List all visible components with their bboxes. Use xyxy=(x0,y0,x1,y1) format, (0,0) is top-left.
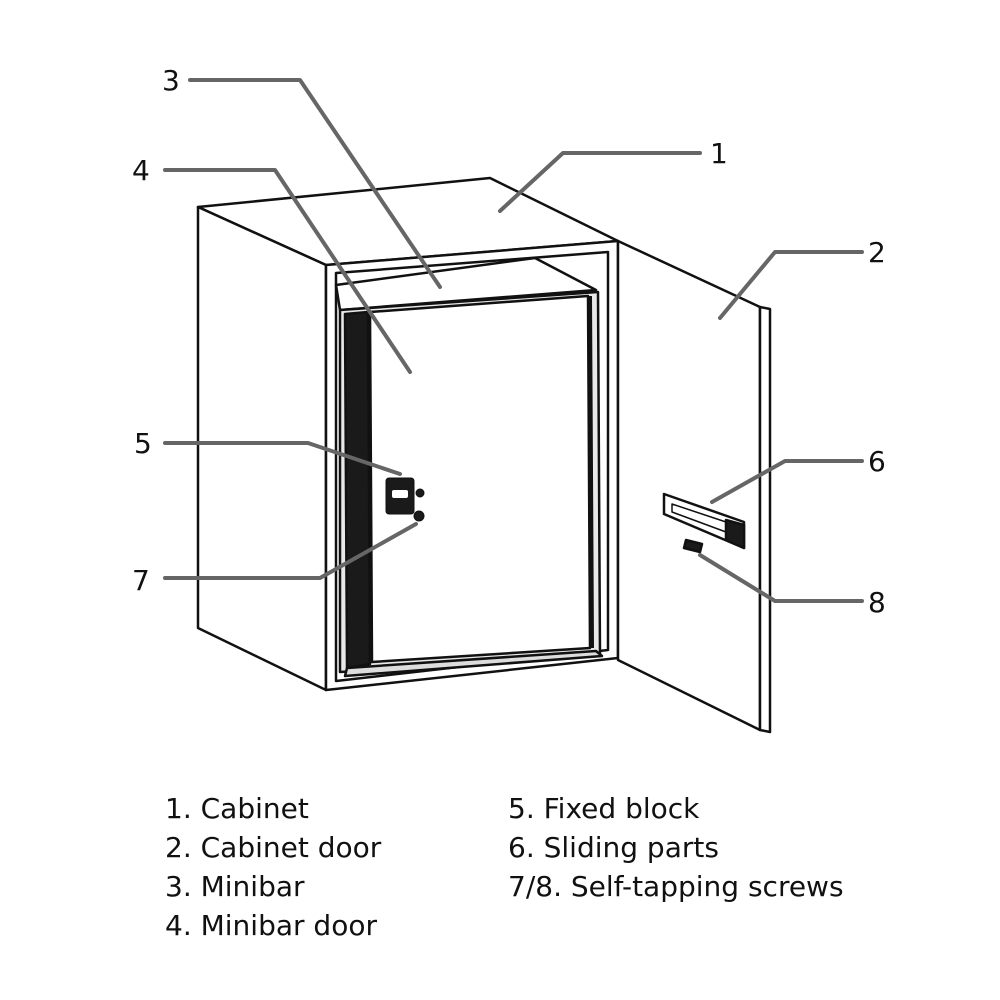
legend-item-minibar-door: 4. Minibar door xyxy=(165,909,377,942)
callout-number-4: 4 xyxy=(132,154,150,187)
legend-item-cabinet: 1. Cabinet xyxy=(165,792,309,825)
leader-line-8 xyxy=(698,553,864,603)
legend-item-minibar: 3. Minibar xyxy=(165,870,305,903)
legend-right-column: 5. Fixed block 6. Sliding parts 7/8. Sel… xyxy=(508,789,844,906)
self-tapping-screw-7 xyxy=(413,510,425,522)
leader-line-4 xyxy=(163,168,412,374)
callout-number-8: 8 xyxy=(868,586,886,619)
callout-number-1: 1 xyxy=(710,137,728,170)
minibar-top xyxy=(334,256,598,312)
sliding-part-dark-end xyxy=(724,518,746,550)
callout-number-7: 7 xyxy=(132,564,150,597)
callout-number-5: 5 xyxy=(134,427,152,460)
fixed-block xyxy=(385,477,425,522)
leader-line-3 xyxy=(188,78,442,289)
leader-line-6 xyxy=(710,459,864,504)
leader-lines xyxy=(163,78,864,603)
cabinet-door-edge xyxy=(758,305,772,734)
leader-line-5 xyxy=(163,441,402,476)
minibar-gasket-right xyxy=(588,295,594,649)
minibar-bottom-trim xyxy=(343,649,604,678)
leader-line-7 xyxy=(163,522,418,580)
cabinet-left-side xyxy=(196,205,328,692)
cabinet-door xyxy=(616,239,772,734)
legend-item-sliding-parts: 6. Sliding parts xyxy=(508,831,719,864)
fixed-block-slot xyxy=(392,490,408,498)
legend-item-cabinet-door: 2. Cabinet door xyxy=(165,831,382,864)
fixed-block-pin xyxy=(415,488,425,498)
callout-number-6: 6 xyxy=(868,445,886,478)
legend-left-column: 1. Cabinet 2. Cabinet door 3. Minibar 4.… xyxy=(165,789,381,945)
legend-item-fixed-block: 5. Fixed block xyxy=(508,792,700,825)
leader-line-1 xyxy=(498,151,702,213)
minibar-gasket-left xyxy=(343,310,372,670)
callout-number-2: 2 xyxy=(868,236,886,269)
callout-number-3: 3 xyxy=(162,64,180,97)
leader-line-2 xyxy=(718,250,864,320)
minibar xyxy=(334,256,604,678)
legend-item-self-tapping-screws: 7/8. Self-tapping screws xyxy=(508,870,844,903)
self-tapping-screw-8 xyxy=(682,538,704,554)
